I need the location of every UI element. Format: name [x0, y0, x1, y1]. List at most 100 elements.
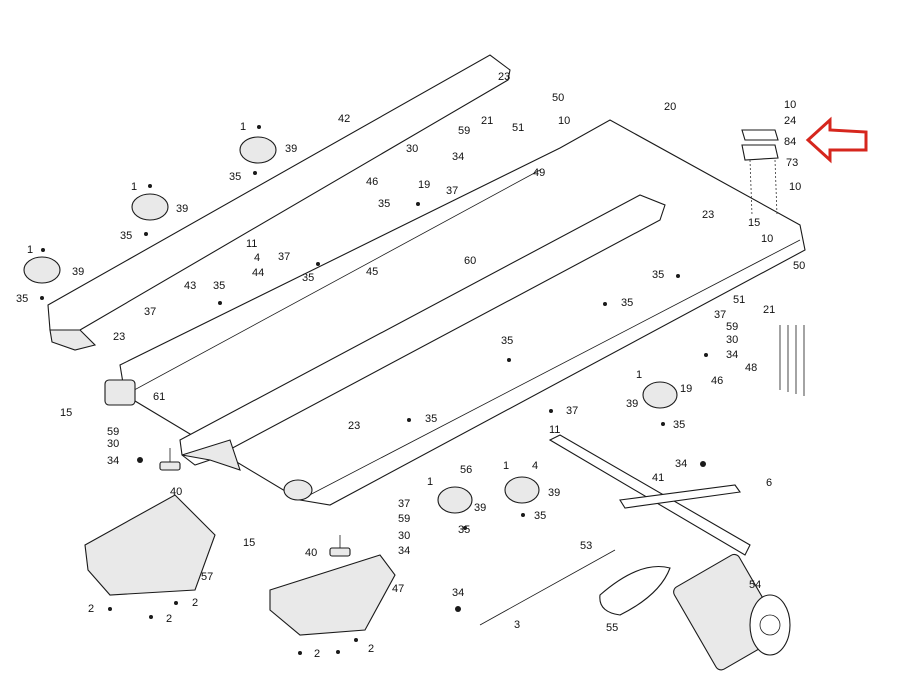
label-34e: 34 — [675, 458, 687, 470]
label-45: 45 — [366, 266, 378, 278]
label-40a: 40 — [170, 486, 182, 498]
label-34c: 34 — [726, 349, 738, 361]
label-1f: 1 — [503, 460, 509, 472]
label-59c: 59 — [726, 321, 738, 333]
label-30a: 30 — [406, 143, 418, 155]
label-34a: 34 — [452, 151, 464, 163]
label-15a: 15 — [60, 407, 72, 419]
label-35i: 35 — [501, 335, 513, 347]
front-roller-61 — [104, 379, 136, 406]
label-1b: 1 — [131, 181, 137, 193]
callout-arrow-icon — [805, 116, 868, 164]
label-4a: 4 — [254, 252, 260, 264]
label-39c: 39 — [72, 266, 84, 278]
label-50b: 50 — [793, 260, 805, 272]
label-50a: 50 — [552, 92, 564, 104]
label-39f: 39 — [548, 487, 560, 499]
label-19b: 19 — [680, 383, 692, 395]
label-35m: 35 — [534, 510, 546, 522]
label-30c: 30 — [726, 334, 738, 346]
label-10a: 10 — [784, 99, 796, 111]
label-35l: 35 — [458, 524, 470, 536]
label-30b: 30 — [107, 438, 119, 450]
label-48: 48 — [745, 362, 757, 374]
label-20: 20 — [664, 101, 676, 113]
label-35f: 35 — [213, 280, 225, 292]
label-37d: 37 — [714, 309, 726, 321]
side-rail-60 — [179, 194, 666, 471]
label-60: 60 — [464, 255, 476, 267]
label-1e: 1 — [427, 476, 433, 488]
label-35g: 35 — [652, 269, 664, 281]
label-54: 54 — [749, 579, 761, 591]
label-49: 49 — [533, 167, 545, 179]
label-1d: 1 — [636, 369, 642, 381]
label-59a: 59 — [458, 125, 470, 137]
label-3: 3 — [514, 619, 520, 631]
label-23b: 23 — [113, 331, 125, 343]
label-34f: 34 — [452, 587, 464, 599]
label-6: 6 — [766, 477, 772, 489]
screw-markers — [40, 125, 708, 655]
base-frame-41 — [548, 434, 751, 556]
label-47: 47 — [392, 583, 404, 595]
label-84: 84 — [784, 136, 796, 148]
shaft-53 — [479, 549, 616, 626]
label-59d: 59 — [398, 513, 410, 525]
label-34b: 34 — [107, 455, 119, 467]
label-55: 55 — [606, 622, 618, 634]
label-21a: 21 — [481, 115, 493, 127]
label-19a: 19 — [418, 179, 430, 191]
label-35d: 35 — [16, 293, 28, 305]
label-35k: 35 — [425, 413, 437, 425]
label-21b: 21 — [763, 304, 775, 316]
label-35h: 35 — [621, 297, 633, 309]
label-56: 56 — [460, 464, 472, 476]
motor-54 — [673, 553, 791, 671]
feet-39 — [23, 136, 678, 514]
label-35e: 35 — [302, 272, 314, 284]
label-73: 73 — [786, 157, 798, 169]
label-40b: 40 — [305, 547, 317, 559]
label-1a: 1 — [240, 121, 246, 133]
label-2a: 2 — [88, 603, 94, 615]
label-44: 44 — [252, 267, 264, 279]
label-23c: 23 — [702, 209, 714, 221]
label-11a: 11 — [246, 238, 257, 250]
label-15c: 15 — [243, 537, 255, 549]
bracket-84-73 — [741, 129, 779, 216]
label-39a: 39 — [285, 143, 297, 155]
label-51b: 51 — [733, 294, 745, 306]
label-59b: 59 — [107, 426, 119, 438]
label-46a: 46 — [366, 176, 378, 188]
label-53: 53 — [580, 540, 592, 552]
label-2e: 2 — [368, 643, 374, 655]
label-46b: 46 — [711, 375, 723, 387]
label-34d: 34 — [398, 545, 410, 557]
label-41: 41 — [652, 472, 664, 484]
label-1c: 1 — [27, 244, 33, 256]
part-labels: 10 24 84 73 10 20 50 51 10 23 21 59 30 3… — [16, 71, 805, 660]
motor-hood-47 — [269, 554, 396, 636]
side-rail-42 — [47, 54, 511, 351]
label-37a: 37 — [446, 185, 458, 197]
label-15b: 15 — [748, 217, 760, 229]
label-23d: 23 — [348, 420, 360, 432]
rear-roller — [283, 479, 313, 501]
label-11b: 11 — [549, 424, 560, 436]
label-37b: 37 — [278, 251, 290, 263]
label-39d: 39 — [626, 398, 638, 410]
label-2c: 2 — [166, 613, 172, 625]
label-57: 57 — [201, 571, 213, 583]
label-39b: 39 — [176, 203, 188, 215]
label-23a: 23 — [498, 71, 510, 83]
label-30d: 30 — [398, 530, 410, 542]
label-39e: 39 — [474, 502, 486, 514]
label-24: 24 — [784, 115, 796, 127]
drive-belt-55 — [599, 565, 671, 616]
label-2b: 2 — [192, 597, 198, 609]
label-37f: 37 — [398, 498, 410, 510]
label-61: 61 — [153, 391, 165, 403]
cable-ties-48 — [779, 325, 805, 396]
label-2d: 2 — [314, 648, 320, 660]
